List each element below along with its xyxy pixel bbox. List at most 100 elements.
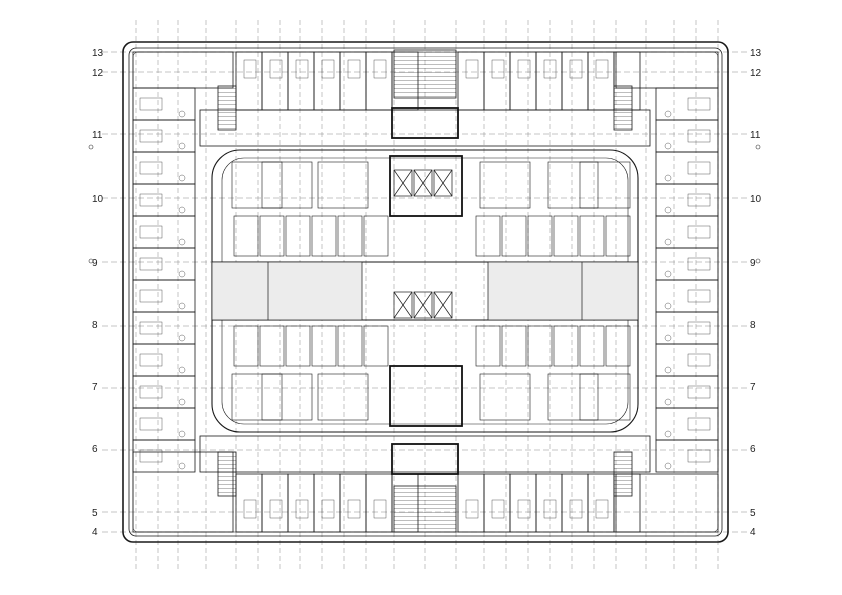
room — [561, 473, 589, 533]
room — [261, 161, 313, 209]
room — [259, 325, 285, 367]
sink-fixture — [664, 302, 672, 310]
bed-fixture — [491, 59, 505, 79]
room — [132, 151, 196, 185]
bed-fixture — [139, 129, 163, 143]
bed-fixture — [687, 321, 711, 335]
row-labels-right: 13 12 11 10 9 8 7 6 5 4 — [750, 48, 762, 538]
bed-fixture — [517, 59, 531, 79]
room — [259, 215, 285, 257]
room — [479, 373, 531, 421]
room — [311, 325, 337, 367]
bed-fixture — [321, 59, 335, 79]
room — [132, 215, 196, 249]
room — [501, 325, 527, 367]
room — [132, 311, 196, 345]
sink-fixture — [178, 270, 186, 278]
grid-label-13-right: 13 — [750, 48, 762, 59]
room — [363, 215, 389, 257]
bed-fixture — [569, 499, 583, 519]
bed-fixture — [687, 417, 711, 431]
room — [132, 343, 196, 377]
bed-fixture — [595, 59, 609, 79]
room — [132, 247, 196, 281]
room — [509, 51, 537, 111]
bed-fixture — [465, 59, 479, 79]
sink-fixture — [664, 238, 672, 246]
corner-suite — [615, 473, 719, 533]
corner-suite — [132, 51, 234, 89]
room — [285, 325, 311, 367]
sink-fixture — [664, 430, 672, 438]
room — [457, 473, 485, 533]
room — [605, 325, 631, 367]
elevator-cross-icon — [393, 169, 453, 319]
sink-fixture — [178, 110, 186, 118]
grid-label-9-right: 9 — [750, 258, 756, 269]
grid-label-12-right: 12 — [750, 68, 762, 79]
sink-fixture — [178, 398, 186, 406]
sink-fixture — [178, 430, 186, 438]
room — [527, 325, 553, 367]
grid-label-6-right: 6 — [750, 444, 756, 455]
room — [285, 215, 311, 257]
bed-fixture — [687, 353, 711, 367]
bed-fixture — [465, 499, 479, 519]
sink-fixture — [664, 174, 672, 182]
bed-fixture — [139, 321, 163, 335]
room — [132, 407, 196, 441]
room — [365, 51, 393, 111]
bed-fixture — [687, 449, 711, 463]
grid-label-8: 8 — [92, 320, 98, 331]
sink-fixture — [664, 142, 672, 150]
grid-label-9: 9 — [92, 258, 98, 269]
grid-label-4: 4 — [92, 527, 98, 538]
room — [261, 51, 289, 111]
small-circle-icon — [88, 144, 761, 264]
room — [579, 215, 605, 257]
room — [457, 51, 485, 111]
bed-fixture — [139, 289, 163, 303]
bed-fixture — [595, 499, 609, 519]
room — [365, 473, 393, 533]
room — [479, 161, 531, 209]
room — [313, 473, 341, 533]
bed-fixture — [543, 59, 557, 79]
sink-fixture — [178, 142, 186, 150]
corner-suite — [615, 51, 719, 89]
room — [287, 473, 315, 533]
sink-fixture — [664, 398, 672, 406]
room — [547, 373, 599, 421]
room — [475, 325, 501, 367]
room — [561, 51, 589, 111]
sink-fixture — [178, 206, 186, 214]
bed-fixture — [347, 59, 361, 79]
room — [501, 215, 527, 257]
room — [579, 161, 631, 209]
room — [363, 325, 389, 367]
bed-fixture — [373, 499, 387, 519]
grid-label-12: 12 — [92, 68, 104, 79]
fixtures — [139, 59, 711, 519]
bed-fixture — [517, 499, 531, 519]
room — [527, 215, 553, 257]
room — [233, 215, 259, 257]
room — [132, 439, 196, 473]
sink-fixture — [178, 238, 186, 246]
room — [587, 473, 615, 533]
bed-fixture — [295, 59, 309, 79]
room — [547, 161, 599, 209]
sink-fixture — [664, 462, 672, 470]
bed-fixture — [139, 97, 163, 111]
bed-fixture — [373, 59, 387, 79]
grid-label-13: 13 — [92, 48, 104, 59]
sink-fixture — [178, 174, 186, 182]
room — [261, 473, 289, 533]
room — [509, 473, 537, 533]
sink-fixture — [664, 366, 672, 374]
bed-fixture — [687, 161, 711, 175]
sink-fixture — [664, 270, 672, 278]
room — [579, 325, 605, 367]
sink-fixture — [178, 334, 186, 342]
bed-fixture — [139, 385, 163, 399]
